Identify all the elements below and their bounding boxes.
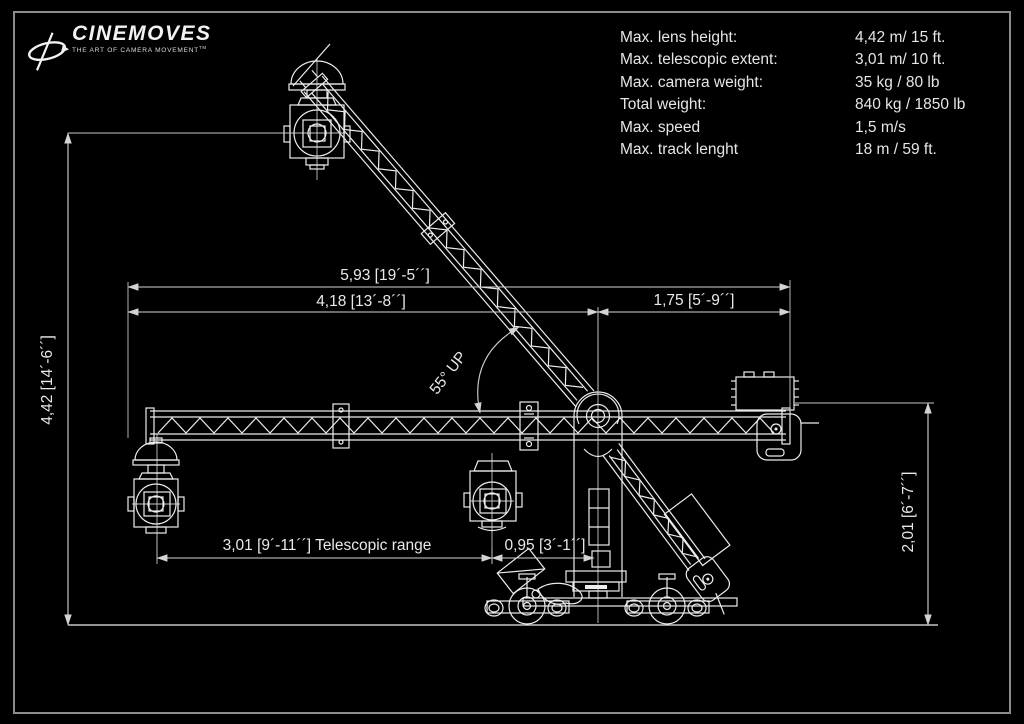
brand-tagline: THE ART OF CAMERA MOVEMENTTM (72, 45, 207, 55)
dim-label-front-reach: 4,18 [13´-8´´] (316, 293, 406, 310)
lowered-boom (602, 443, 731, 615)
raised-boom (299, 70, 595, 408)
dim-label-retracted-reach: 0,95 [3´-1´´] (505, 537, 586, 554)
dim-label-telescopic-range: 3,01 [9´-11´´] Telescopic range (223, 537, 432, 554)
spec-value: 840 kg / 1850 lb (855, 96, 966, 114)
spec-row-speed: Max. speed 1,5 m/s (620, 117, 1000, 139)
spec-row-lens-height: Max. lens height: 4,42 m/ 15 ft. (620, 27, 1000, 49)
spec-label: Total weight: (620, 96, 707, 114)
dim-boom-angle: 55° UP (427, 326, 520, 414)
spec-row-track-length: Max. track lenght 18 m / 59 ft. (620, 139, 1000, 161)
trademark-symbol: TM (198, 45, 207, 50)
horizontal-arm (145, 401, 791, 451)
spec-label: Max. lens height: (620, 29, 738, 46)
spec-value: 4,42 m/ 15 ft. (855, 29, 946, 46)
camera-head-left (127, 434, 185, 560)
border-frame (13, 11, 1011, 714)
spec-label: Max. track lenght (620, 141, 739, 159)
boom-clamp (420, 211, 456, 246)
camera-cradle-box (663, 493, 731, 567)
wheel-bogie-right (624, 573, 710, 625)
dim-label-column-height: 2,01 [6´-7´´] (900, 472, 917, 553)
dim-overall-reach: 5,93 [19´-5´´] (127, 267, 791, 291)
arm-clamp-pivot (519, 401, 539, 451)
steering-handle (537, 582, 583, 605)
spec-label: Max. camera weight: (620, 73, 763, 91)
camera-head-top (283, 43, 351, 180)
spec-value: 1,5 m/s (855, 118, 906, 136)
dim-front-reach: 4,18 [13´-8´´] (127, 293, 599, 316)
arm-clamp-mid (332, 403, 350, 449)
dim-label-rear-length: 1,75 [5´-9´´] (654, 292, 735, 309)
counterweight (731, 371, 819, 461)
spec-value: 35 kg / 80 lb (855, 73, 940, 91)
dim-max-lens-height: 4,42 [14´-6´´] (39, 132, 72, 626)
cinemoves-logo: CINEMOVES THE ART OF CAMERA MOVEMENTTM (26, 22, 212, 74)
dim-label-boom-angle: 55° UP (427, 349, 471, 398)
dim-label-overall-reach: 5,93 [19´-5´´] (340, 267, 430, 284)
spec-label: Max. speed (620, 118, 701, 136)
spec-table: Max. lens height: 4,42 m/ 15 ft. Max. te… (620, 27, 1000, 161)
dim-label-max-lens-height: 4,42 [14´-6´´] (39, 335, 56, 425)
spec-label: Max. telescopic extent: (620, 51, 778, 69)
dim-telescopic-range: 3,01 [9´-11´´] Telescopic range (156, 537, 493, 562)
spec-row-telescopic-extent: Max. telescopic extent: 3,01 m/ 10 ft. (620, 49, 1000, 71)
spec-row-camera-weight: Max. camera weight: 35 kg / 80 lb (620, 72, 1000, 94)
dim-column-height: 2,01 [6´-7´´] (900, 402, 932, 626)
dim-retracted-reach: 0,95 [3´-1´´] (491, 537, 595, 562)
spec-value: 3,01 m/ 10 ft. (855, 51, 946, 69)
camera-head-retracted (463, 453, 523, 563)
wheel-bogie-left (484, 573, 570, 625)
dim-rear-length: 1,75 [5´-9´´] (597, 292, 791, 316)
spec-value: 18 m / 59 ft. (855, 141, 937, 159)
brand-name: CINEMOVES (72, 22, 212, 45)
spec-row-total-weight: Total weight: 840 kg / 1850 lb (620, 94, 1000, 116)
swoosh-icon (28, 32, 70, 71)
dolly-base (484, 547, 738, 625)
